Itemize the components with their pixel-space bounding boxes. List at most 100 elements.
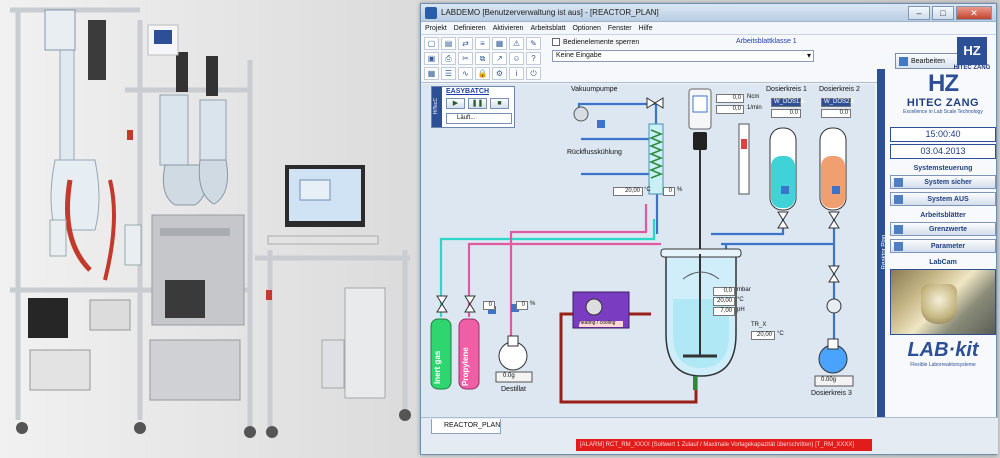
tr-temp-unit: °C bbox=[777, 331, 784, 337]
cut-icon[interactable]: ✂ bbox=[458, 52, 473, 65]
distillate-weight: 0.0g bbox=[503, 373, 515, 379]
menu-definieren[interactable]: Definieren bbox=[453, 24, 486, 32]
play-button[interactable]: ▶ bbox=[446, 98, 465, 109]
close-button[interactable]: ✕ bbox=[956, 5, 992, 20]
list-icon[interactable]: ☰ bbox=[441, 67, 456, 80]
reactor-plan-canvas: HiTecC EASYBATCH ▶ ❚❚ ■ Läuft... Vakuump… bbox=[421, 84, 875, 417]
toolbar-middle: Bedienelemente sperren Keine Eingabe bbox=[552, 37, 822, 81]
stirrer-speed-unit: 1/min bbox=[747, 105, 762, 111]
alarm-icon[interactable]: ⚠ bbox=[509, 37, 524, 50]
lock-icon[interactable]: 🔒 bbox=[475, 67, 490, 80]
tr-temp-value: 20,00 bbox=[751, 331, 775, 340]
dosing2-tag: W_DOS2.8 bbox=[821, 98, 854, 107]
dosing1-value[interactable]: 0.0 bbox=[771, 109, 801, 118]
easybatch-title[interactable]: EASYBATCH bbox=[446, 88, 490, 95]
menu-optionen[interactable]: Optionen bbox=[572, 24, 601, 32]
company-tagline: Excellence in Lab Scale Technology bbox=[903, 109, 983, 115]
tag-icon[interactable]: ≡ bbox=[475, 37, 490, 50]
stirrer-torque-unit: Ncm bbox=[747, 94, 760, 100]
stirrer-speed-value[interactable]: 0,0 bbox=[716, 105, 744, 114]
edit-button-label: Bearbeiten bbox=[911, 57, 945, 65]
dosing3-weight: 0.00g bbox=[821, 377, 837, 383]
safe-icon bbox=[894, 177, 903, 187]
lab-reactor-photo bbox=[10, 7, 411, 438]
system-off-button[interactable]: System AUS bbox=[890, 192, 996, 206]
settings-icon[interactable]: ⚙ bbox=[492, 67, 507, 80]
heating-label: heating / cooling bbox=[579, 320, 616, 326]
reactor-pressure-unit: mbar bbox=[737, 287, 751, 293]
system-safe-button[interactable]: System sicher bbox=[890, 175, 996, 189]
limits-button[interactable]: Grenzwerte bbox=[890, 222, 996, 236]
worksheets-heading: Arbeitsblätter bbox=[920, 212, 966, 219]
inert-gas-pct-value[interactable]: 0 bbox=[483, 301, 495, 310]
company-name: HITEC ZANG bbox=[906, 97, 980, 109]
propylene-label: Propylene bbox=[461, 347, 470, 386]
tr-label: TR_X bbox=[751, 322, 767, 328]
reflux-pct-value: 0 bbox=[663, 187, 675, 196]
trend-icon[interactable]: ↗ bbox=[492, 52, 507, 65]
hitec-mark-icon: HZ bbox=[928, 70, 959, 97]
graph-icon[interactable]: ∿ bbox=[458, 67, 473, 80]
hitec-logo: HZ HITEC ZANG Excellence in Lab Scale Te… bbox=[890, 71, 996, 125]
reflux-temp-unit: °C bbox=[644, 187, 651, 193]
edit-button[interactable]: Bearbeiten bbox=[895, 53, 959, 69]
edit-icon bbox=[899, 56, 908, 66]
easybatch-controls: ▶ ❚❚ ■ bbox=[446, 98, 509, 109]
propylene-pct-unit: % bbox=[530, 301, 536, 307]
open-icon[interactable]: ▤ bbox=[441, 37, 456, 50]
reflux-pct-unit: % bbox=[677, 187, 683, 193]
lock-controls-row: Bedienelemente sperren bbox=[552, 38, 822, 46]
menu-fenster[interactable]: Fenster bbox=[607, 24, 632, 32]
menu-aktivieren[interactable]: Aktivieren bbox=[492, 24, 524, 32]
dosing1-tag: W_DOS1.6 bbox=[771, 98, 804, 107]
save-icon[interactable]: ▣ bbox=[424, 52, 439, 65]
reflux-temp-value: 20,00 bbox=[613, 187, 643, 196]
parameters-icon bbox=[894, 241, 903, 251]
info-icon[interactable]: i bbox=[509, 67, 524, 80]
link-icon[interactable]: ⇄ bbox=[458, 37, 473, 50]
menu-projekt[interactable]: Projekt bbox=[425, 24, 447, 32]
clock-time: 15:00:40 bbox=[890, 127, 996, 142]
edit-icon[interactable]: ✎ bbox=[526, 37, 541, 50]
toolbar-icon-grid: ▢ ▤ ⇄ ≡ ▦ ⚠ ✎ ▣ ⎙ ✂ ⧉ ↗ ☺ ? ▦ ☰ ∿ 🔒 ⚙ i … bbox=[424, 37, 542, 81]
limits-label: Grenzwerte bbox=[928, 225, 968, 233]
print-icon[interactable]: ⎙ bbox=[441, 52, 456, 65]
exit-icon[interactable]: ⏻ bbox=[526, 67, 541, 80]
pause-button[interactable]: ❚❚ bbox=[468, 98, 487, 109]
menu-bar: Projekt Definieren Aktivieren Arbeitsbla… bbox=[421, 22, 996, 35]
labcam-view[interactable] bbox=[890, 269, 996, 335]
minimize-button[interactable]: – bbox=[908, 5, 930, 20]
propylene-pct-value[interactable]: 0 bbox=[516, 301, 528, 310]
chart-icon[interactable]: ▦ bbox=[492, 37, 507, 50]
grid-icon[interactable]: ▦ bbox=[424, 67, 439, 80]
inert-gas-label: Inert gas bbox=[433, 350, 442, 384]
distillate-label: Destillat bbox=[501, 386, 526, 393]
tab-reactor-plan[interactable]: REACTOR_PLAN bbox=[431, 419, 501, 434]
parameters-button[interactable]: Parameter bbox=[890, 239, 996, 253]
hitec-logo-icon: HZ bbox=[957, 37, 987, 65]
system-control-heading: Systemsteuerung bbox=[913, 165, 973, 172]
alarm-banner[interactable]: [ALARM] RCT_RM_XXXX (Sollwert 1 Zulauf /… bbox=[576, 439, 872, 451]
menu-hilfe[interactable]: Hilfe bbox=[638, 24, 653, 32]
menu-arbeitsblatt[interactable]: Arbeitsblatt bbox=[530, 24, 566, 32]
reactor-temp-value[interactable]: 20,00 bbox=[713, 297, 735, 306]
reactor-ph-value: 7,00 bbox=[713, 307, 735, 316]
toolbar-logo: HZ HITEC ZANG bbox=[952, 37, 992, 79]
user-icon[interactable]: ☺ bbox=[509, 52, 524, 65]
input-mode-select[interactable]: Keine Eingabe bbox=[552, 50, 814, 62]
vacuum-pump-label: Vakuumpumpe bbox=[571, 86, 618, 93]
new-icon[interactable]: ▢ bbox=[424, 37, 439, 50]
dosing2-value[interactable]: 0.0 bbox=[821, 109, 851, 118]
window-title: LABDEMO [Benutzerverwaltung ist aus] - [… bbox=[441, 8, 659, 17]
maximize-button[interactable]: □ bbox=[932, 5, 954, 20]
process-diagram bbox=[430, 88, 854, 404]
help-icon[interactable]: ? bbox=[526, 52, 541, 65]
worksheet-class-label: Arbeitsblattklasse 1 bbox=[736, 38, 797, 45]
reactor-pressure-value: 0,0 bbox=[713, 287, 735, 296]
lock-controls-checkbox[interactable] bbox=[552, 38, 560, 46]
labcam-heading: LabCam bbox=[929, 259, 957, 266]
reactor-ph-unit: pH bbox=[737, 307, 745, 313]
stop-button[interactable]: ■ bbox=[490, 98, 509, 109]
easybatch-status: Läuft... bbox=[446, 113, 512, 124]
copy-icon[interactable]: ⧉ bbox=[475, 52, 490, 65]
